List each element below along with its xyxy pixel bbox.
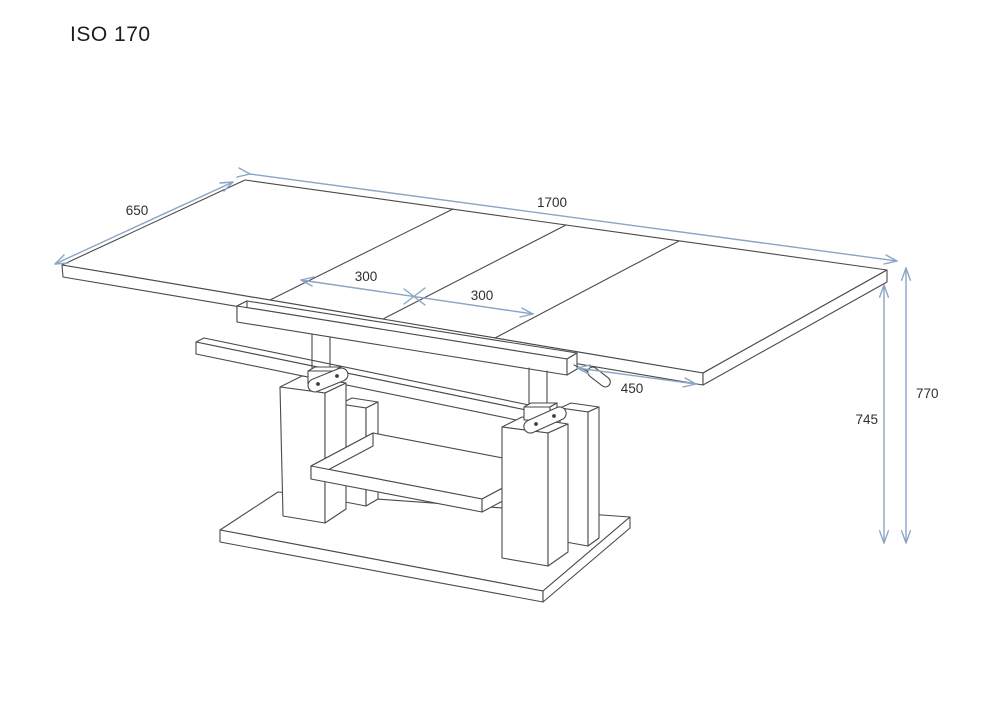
leaf-seam-left — [269, 208, 454, 301]
dim-label-left-leaf: 300 — [355, 269, 378, 284]
drawing-title: ISO 170 — [70, 23, 151, 46]
dim-label-extension: 450 — [621, 381, 644, 396]
right-hinge-bracket — [523, 406, 567, 434]
left-front-column — [279, 375, 347, 524]
dim-line-leaves — [300, 276, 534, 318]
dim-midpoint-x-mark — [403, 287, 426, 306]
leaf-seam-right — [494, 240, 680, 339]
dim-label-height-underside: 745 — [855, 412, 878, 427]
left-hinge-bracket — [307, 367, 349, 393]
right-front-column — [501, 416, 569, 567]
screw-dot — [316, 382, 320, 386]
dim-line-top-length — [236, 167, 898, 265]
dim-line-height-total — [900, 267, 912, 544]
dim-label-top-depth: 650 — [126, 203, 149, 218]
dim-line-extension — [576, 364, 697, 388]
dimension-lines — [54, 167, 912, 544]
screw-dot — [534, 422, 538, 426]
dim-label-height-total: 770 — [916, 386, 939, 401]
dim-line-height-underside — [878, 284, 890, 544]
dim-line-top-depth — [54, 181, 234, 265]
underframe-beam — [236, 300, 578, 376]
leaf-seam-middle — [382, 224, 567, 320]
screw-dot — [552, 414, 556, 418]
screw-dot — [335, 374, 339, 378]
dim-label-right-leaf: 300 — [471, 288, 494, 303]
labels: ISO 170 650 1700 300 300 450 745 770 — [70, 23, 939, 427]
dim-label-top-length: 1700 — [537, 195, 567, 210]
